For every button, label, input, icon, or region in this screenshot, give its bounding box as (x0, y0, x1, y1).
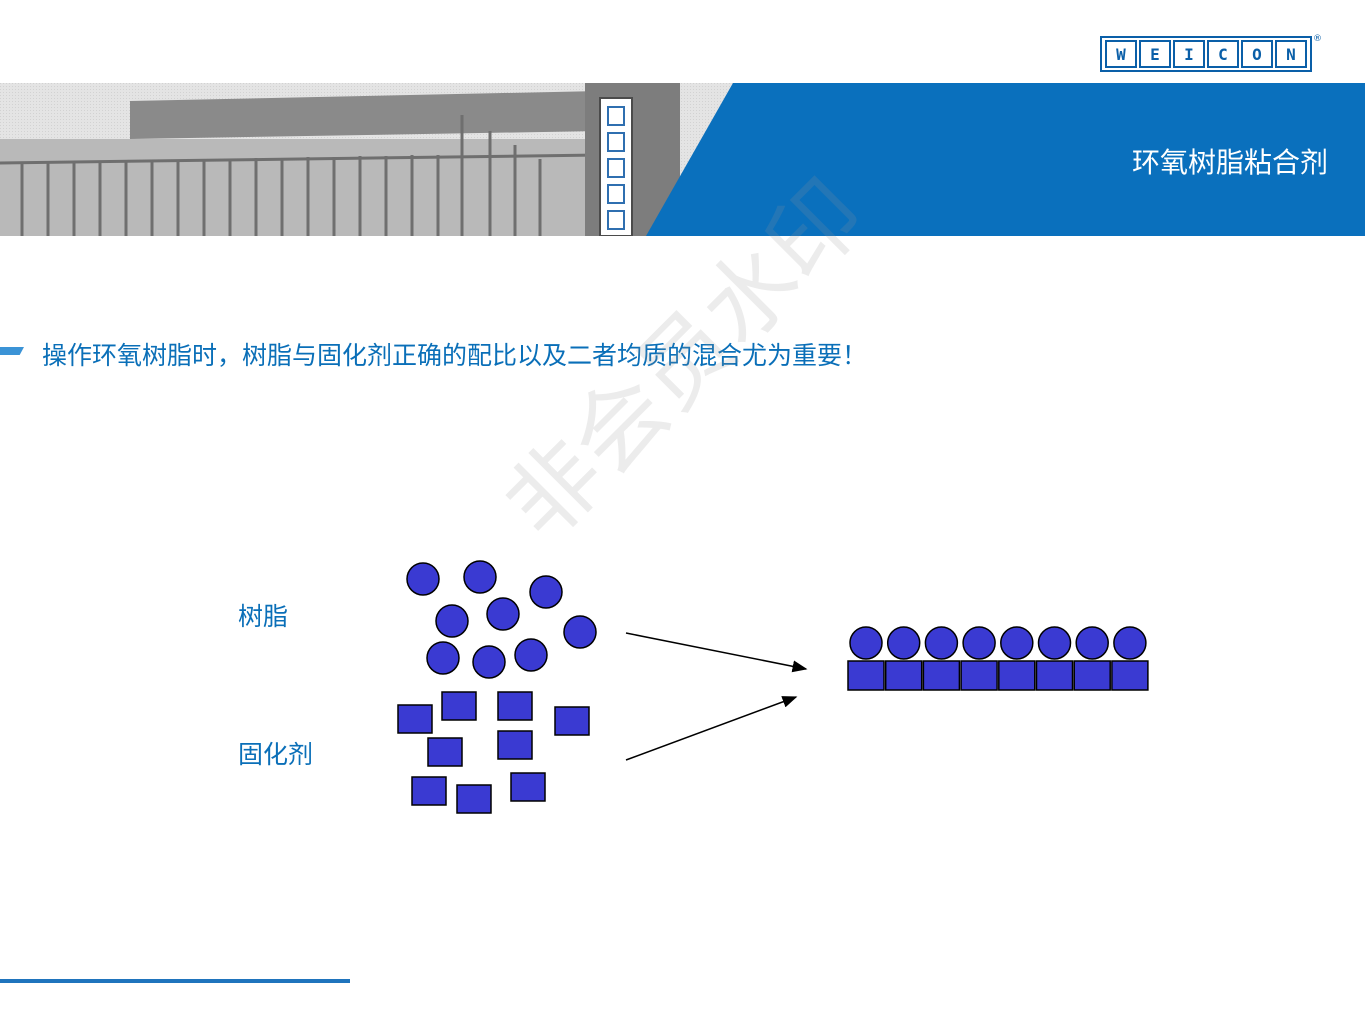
resin-particle (463, 560, 497, 594)
hardener-particle (427, 737, 463, 767)
arrow-hardener (625, 696, 798, 761)
result-hardener-particle (1073, 660, 1111, 691)
result-resin-particle (849, 626, 883, 660)
resin-particle (472, 645, 506, 679)
hardener-particle (554, 706, 590, 736)
resin-particle (426, 641, 460, 675)
building-photo (0, 83, 1365, 236)
result-hardener-particle (1111, 660, 1149, 691)
mixed-result (847, 626, 1149, 691)
result-hardener-particle (922, 660, 961, 691)
resin-particle (486, 597, 520, 631)
hardener-particle (456, 784, 492, 814)
hardener-particle (397, 704, 433, 734)
logo-letter: W (1105, 40, 1137, 68)
result-hardener-particle (1035, 660, 1074, 691)
result-resin-particle (1037, 626, 1072, 660)
resin-particles (406, 560, 597, 679)
result-resin-particle (924, 626, 959, 660)
logo-letter: I (1173, 40, 1205, 68)
result-hardener-particle (960, 660, 998, 691)
registered-mark: ® (1313, 34, 1322, 44)
result-resin-particle (1000, 626, 1034, 660)
logo-letter: C (1207, 40, 1239, 68)
logo-letter: N (1275, 40, 1307, 68)
hardener-particle (510, 772, 546, 802)
result-hardener-particle (998, 660, 1036, 691)
resin-particle (563, 615, 597, 649)
resin-label: 树脂 (238, 602, 289, 631)
logo-letter: E (1139, 40, 1171, 68)
arrow-resin (625, 632, 808, 673)
resin-particle (406, 562, 440, 596)
resin-particle (514, 638, 548, 672)
hardener-particle (411, 776, 447, 806)
bullet-text: 操作环氧树脂时，树脂与固化剂正确的配比以及二者均质的混合尤为重要！ (42, 341, 868, 370)
hardener-particle (497, 730, 533, 760)
result-resin-particle (1113, 626, 1147, 660)
header-banner: 环氧树脂粘合剂 (0, 83, 1365, 236)
footer-divider (0, 979, 350, 983)
result-resin-particle (962, 626, 996, 660)
resin-particle (529, 575, 563, 609)
bullet-marker (0, 347, 24, 355)
hardener-particle (441, 691, 477, 721)
result-resin-particle (1075, 626, 1109, 660)
weicon-logo: W E I C O N ® (1100, 34, 1322, 72)
result-resin-particle (886, 626, 921, 660)
resin-particle (435, 604, 469, 638)
hardener-particles (397, 691, 590, 814)
hardener-label: 固化剂 (238, 740, 314, 769)
logo-letter: O (1241, 40, 1273, 68)
hardener-particle (497, 691, 533, 721)
result-hardener-particle (847, 660, 885, 691)
slide-title: 环氧树脂粘合剂 (1131, 146, 1328, 179)
result-hardener-particle (884, 660, 923, 691)
